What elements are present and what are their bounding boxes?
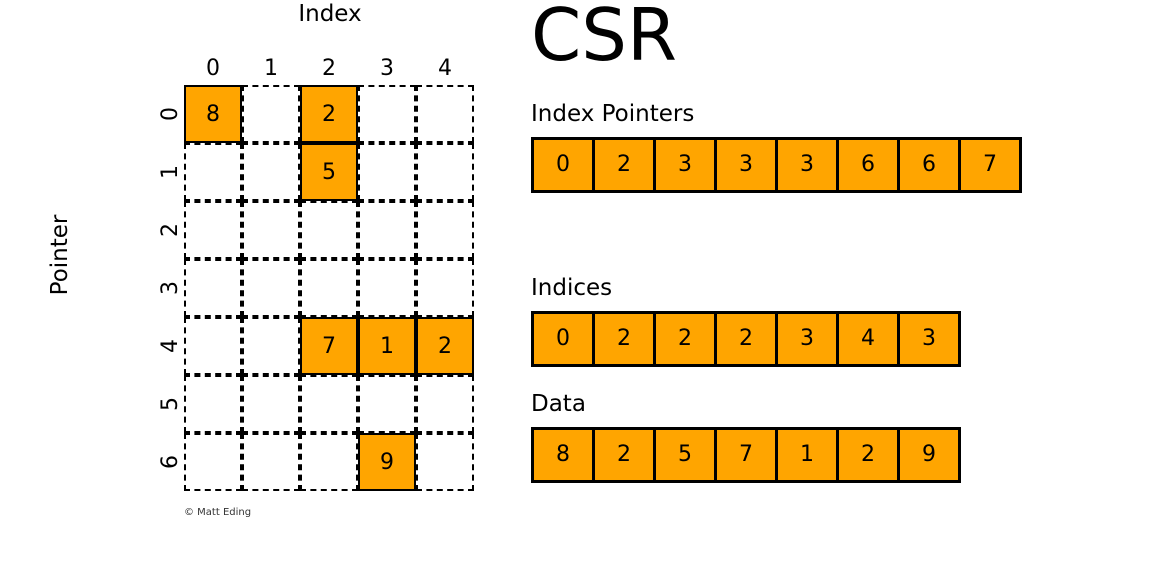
indices-cell: 4: [839, 314, 900, 364]
credit-text: © Matt Eding: [184, 507, 252, 518]
matrix-cell-empty: [184, 201, 242, 259]
pointer-axis-label: Pointer: [47, 214, 73, 296]
matrix-cell-empty: [184, 317, 242, 375]
indices-cell: 0: [534, 314, 595, 364]
matrix-cell-empty: [300, 433, 358, 491]
data-cell: 2: [839, 430, 900, 480]
matrix-cell-empty: [242, 143, 300, 201]
matrix-cell-empty: [184, 143, 242, 201]
data-label: Data: [531, 391, 586, 417]
matrix-cell-empty: [242, 375, 300, 433]
indices-cell: 2: [717, 314, 778, 364]
matrix-cell-empty: [416, 201, 474, 259]
index-pointers-label: Index Pointers: [531, 101, 695, 127]
matrix-cell-empty: [242, 433, 300, 491]
matrix-cell-empty: [358, 143, 416, 201]
index-pointer-cell: 3: [717, 140, 778, 190]
matrix-cell-filled: 7: [300, 317, 358, 375]
index-axis-label: Index: [298, 1, 362, 27]
matrix-cell-empty: [242, 259, 300, 317]
matrix-cell-filled: 5: [300, 143, 358, 201]
data-cell: 8: [534, 430, 595, 480]
matrix-cell-empty: [416, 433, 474, 491]
indices-label: Indices: [531, 275, 613, 301]
column-header-2: 2: [322, 56, 336, 81]
matrix-cell-empty: [184, 259, 242, 317]
indices-cell: 3: [778, 314, 839, 364]
matrix-cell-empty: [358, 85, 416, 143]
matrix-cell-empty: [242, 201, 300, 259]
column-header-4: 4: [438, 56, 452, 81]
column-header-row: 0 1 2 3 4: [184, 56, 476, 84]
data-cell: 9: [900, 430, 958, 480]
index-pointer-cell: 3: [778, 140, 839, 190]
matrix-cell-empty: [358, 375, 416, 433]
matrix-cell-empty: [416, 375, 474, 433]
matrix-cell-empty: [300, 375, 358, 433]
matrix-cell-empty: [300, 201, 358, 259]
matrix-cell-empty: [416, 143, 474, 201]
data-cell: 1: [778, 430, 839, 480]
matrix-cell-empty: [242, 317, 300, 375]
matrix-cell-empty: [242, 85, 300, 143]
matrix-cell-empty: [358, 201, 416, 259]
matrix-cell-empty: [416, 259, 474, 317]
page-title: CSR: [531, 0, 678, 77]
data-cell: 2: [595, 430, 656, 480]
matrix-cell-filled: 8: [184, 85, 242, 143]
matrix-cell-filled: 1: [358, 317, 416, 375]
index-pointer-cell: 6: [839, 140, 900, 190]
data-cell: 7: [717, 430, 778, 480]
indices-cell: 3: [900, 314, 958, 364]
matrix-cell-empty: [184, 375, 242, 433]
index-pointer-cell: 2: [595, 140, 656, 190]
column-header-0: 0: [206, 56, 220, 81]
matrix-cell-filled: 2: [416, 317, 474, 375]
matrix-cell-empty: [416, 85, 474, 143]
index-pointer-cell: 7: [961, 140, 1019, 190]
index-pointer-cell: 6: [900, 140, 961, 190]
matrix-cell-empty: [300, 259, 358, 317]
indices-cell: 2: [595, 314, 656, 364]
matrix-cell-filled: 2: [300, 85, 358, 143]
data-cell: 5: [656, 430, 717, 480]
index-pointer-cell: 3: [656, 140, 717, 190]
matrix-cell-empty: [184, 433, 242, 491]
matrix-cell-filled: 9: [358, 433, 416, 491]
column-header-1: 1: [264, 56, 278, 81]
matrix-cell-empty: [358, 259, 416, 317]
indices-cell: 2: [656, 314, 717, 364]
index-pointer-cell: 0: [534, 140, 595, 190]
column-header-3: 3: [380, 56, 394, 81]
